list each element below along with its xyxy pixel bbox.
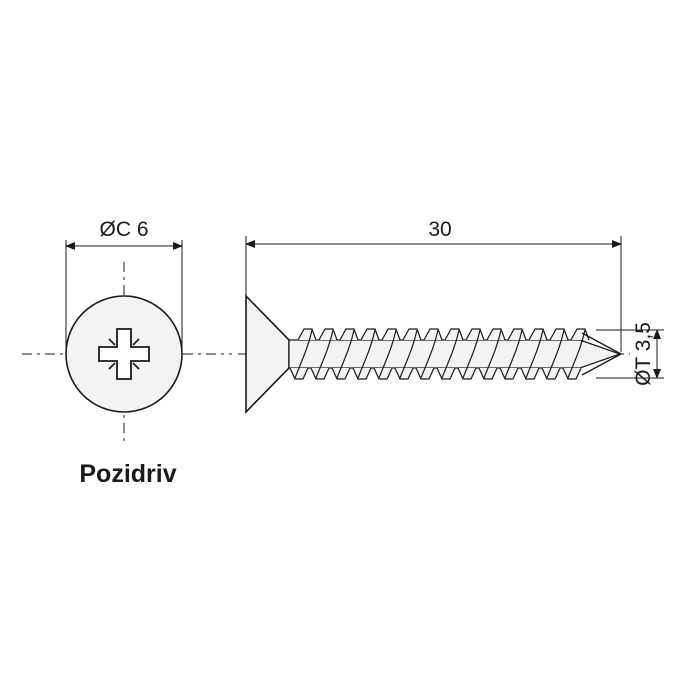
screw-tip bbox=[581, 332, 623, 376]
thread-helix-line bbox=[441, 329, 460, 379]
pozidriv-diagonal-marks bbox=[108, 338, 140, 370]
thread-crest-top bbox=[318, 328, 338, 341]
thread-helix-line bbox=[546, 329, 565, 379]
thread-crest-bottom bbox=[415, 367, 435, 380]
pozidriv-recess-icon bbox=[98, 328, 150, 380]
thread-crest-top bbox=[339, 328, 359, 341]
thread-crest-top bbox=[570, 328, 590, 341]
thread-helix-line bbox=[504, 329, 523, 379]
thread-crest-bottom bbox=[352, 367, 372, 380]
thread-helix-line bbox=[462, 329, 481, 379]
thread-helix-line bbox=[336, 329, 355, 379]
thread-crest-bottom bbox=[562, 367, 582, 380]
thread-crest-top bbox=[549, 328, 569, 341]
thread-helix-line bbox=[378, 329, 397, 379]
thread-helix-line bbox=[525, 329, 544, 379]
thread-crest-top bbox=[360, 328, 380, 341]
thread-crest-bottom bbox=[331, 367, 351, 380]
thread-crest-top bbox=[465, 328, 485, 341]
thread-crest-bottom bbox=[289, 367, 309, 380]
head-view: ØC 6 Pozidriv bbox=[22, 218, 232, 488]
thread-crest-top bbox=[381, 328, 401, 341]
thread-crest-top bbox=[423, 328, 443, 341]
thread-diameter-label: ØT 3,5 bbox=[632, 322, 655, 386]
thread-helix-line bbox=[399, 329, 418, 379]
drive-type-label: Pozidriv bbox=[79, 460, 176, 488]
thread-helix-line bbox=[294, 329, 313, 379]
thread-crest-bottom bbox=[310, 367, 330, 380]
thread-crest-bottom bbox=[436, 367, 456, 380]
thread-crest-bottom bbox=[478, 367, 498, 380]
thread-helix-line bbox=[420, 329, 439, 379]
countersunk-head bbox=[245, 294, 290, 414]
thread-crest-top bbox=[507, 328, 527, 341]
thread-crest-bottom bbox=[541, 367, 561, 380]
side-view: 30 ØT 3,5 bbox=[238, 218, 664, 414]
thread-helix-line bbox=[315, 329, 334, 379]
length-label: 30 bbox=[428, 218, 451, 241]
thread-crest-bottom bbox=[394, 367, 414, 380]
thread-crest-top bbox=[528, 328, 548, 341]
thread-crest-top bbox=[486, 328, 506, 341]
head-diameter-label: ØC 6 bbox=[99, 218, 148, 241]
thread-crest-top bbox=[297, 328, 317, 341]
thread-crest-bottom bbox=[373, 367, 393, 380]
thread-helix-line bbox=[357, 329, 376, 379]
thread-crest-bottom bbox=[457, 367, 477, 380]
thread-crest-bottom bbox=[520, 367, 540, 380]
thread-helix-line bbox=[483, 329, 502, 379]
thread-crest-top bbox=[444, 328, 464, 341]
thread-crest-top bbox=[402, 328, 422, 341]
thread-crest-bottom bbox=[499, 367, 519, 380]
